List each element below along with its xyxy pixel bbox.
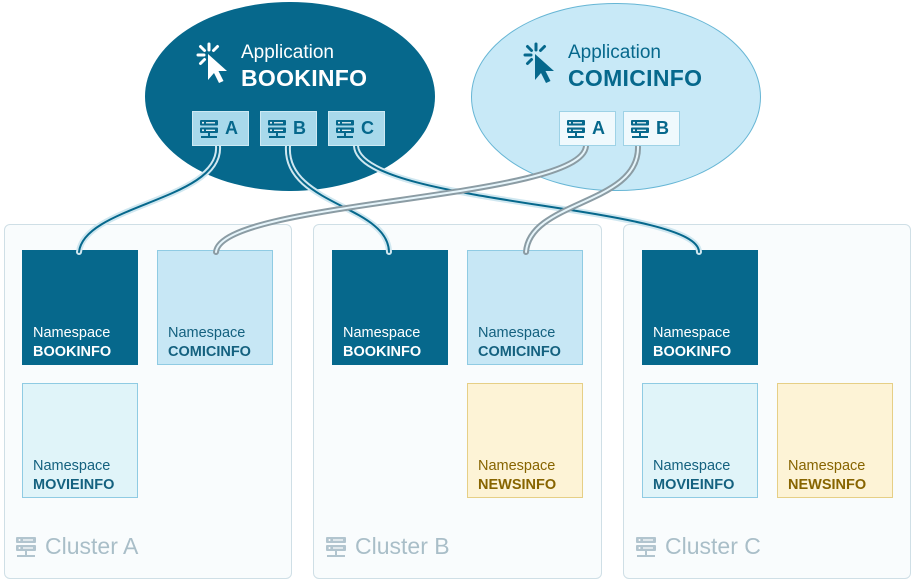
namespace-comicinfo: Namespace COMICINFO — [157, 250, 273, 365]
cluster-a-label: Cluster A — [15, 533, 138, 560]
application-header: Application BOOKINFO — [195, 42, 367, 92]
namespace-label: Namespace — [478, 325, 556, 341]
service-a: A — [559, 111, 616, 146]
server-icon — [567, 119, 585, 138]
application-name: COMICINFO — [568, 65, 703, 91]
server-icon — [636, 536, 656, 557]
service-label: C — [361, 118, 374, 138]
namespace-label: Namespace — [788, 458, 866, 474]
cluster-b-label: Cluster B — [325, 533, 450, 560]
link-bookinfo-b-to-cluster-b — [284, 143, 392, 255]
link-bookinfo-c-to-cluster-c — [353, 143, 702, 255]
namespace-label: Namespace — [33, 325, 111, 341]
namespace-movieinfo: Namespace MOVIEINFO — [22, 383, 138, 498]
application-header: Application COMICINFO — [522, 42, 702, 92]
server-icon — [16, 536, 36, 557]
service-b: B — [260, 111, 317, 146]
service-label: A — [225, 118, 238, 138]
cursor-click-icon — [523, 42, 554, 83]
namespace-name: BOOKINFO — [343, 344, 422, 360]
service-a: A — [192, 111, 249, 146]
link-comicinfo-a-to-cluster-a — [213, 143, 589, 255]
namespace-comicinfo: Namespace COMICINFO — [467, 250, 583, 365]
namespace-label: Namespace — [653, 458, 731, 474]
server-icon — [268, 119, 286, 138]
cluster-label-text: Cluster A — [45, 533, 139, 559]
namespace-newsinfo: Namespace NEWSINFO — [777, 383, 893, 498]
service-label: B — [656, 118, 669, 138]
server-icon — [336, 119, 354, 138]
server-icon — [631, 119, 649, 138]
namespace-bookinfo: Namespace BOOKINFO — [332, 250, 448, 365]
namespace-name: COMICINFO — [478, 344, 561, 360]
service-label: B — [293, 118, 306, 138]
namespace-name: NEWSINFO — [478, 477, 557, 493]
namespace-label: Namespace — [33, 458, 111, 474]
namespace-name: COMICINFO — [168, 344, 251, 360]
namespace-label: Namespace — [653, 325, 731, 341]
namespace-label: Namespace — [168, 325, 246, 341]
server-icon — [200, 119, 218, 138]
namespace-name: BOOKINFO — [33, 344, 112, 360]
namespace-newsinfo: Namespace NEWSINFO — [467, 383, 583, 498]
namespace-bookinfo: Namespace BOOKINFO — [22, 250, 138, 365]
application-comicinfo — [471, 3, 761, 191]
link-comicinfo-b-to-cluster-b — [523, 143, 642, 255]
application-name: BOOKINFO — [241, 65, 368, 91]
namespace-name: MOVIEINFO — [653, 477, 735, 493]
cluster-label-text: Cluster B — [355, 533, 450, 559]
namespace-bookinfo: Namespace BOOKINFO — [642, 250, 758, 365]
service-label: A — [592, 118, 605, 138]
namespace-label: Namespace — [478, 458, 556, 474]
namespace-name: MOVIEINFO — [33, 477, 115, 493]
application-label: Application — [568, 42, 661, 63]
service-c: C — [328, 111, 385, 146]
namespace-name: NEWSINFO — [788, 477, 867, 493]
namespace-movieinfo: Namespace MOVIEINFO — [642, 383, 758, 498]
namespace-name: BOOKINFO — [653, 344, 732, 360]
application-label: Application — [241, 42, 334, 63]
cursor-click-icon — [196, 42, 227, 83]
server-icon — [326, 536, 346, 557]
service-b: B — [623, 111, 680, 146]
link-bookinfo-a-to-cluster-a — [76, 143, 222, 255]
cluster-c-label: Cluster C — [635, 533, 761, 560]
cluster-label-text: Cluster C — [665, 533, 761, 559]
namespace-label: Namespace — [343, 325, 421, 341]
